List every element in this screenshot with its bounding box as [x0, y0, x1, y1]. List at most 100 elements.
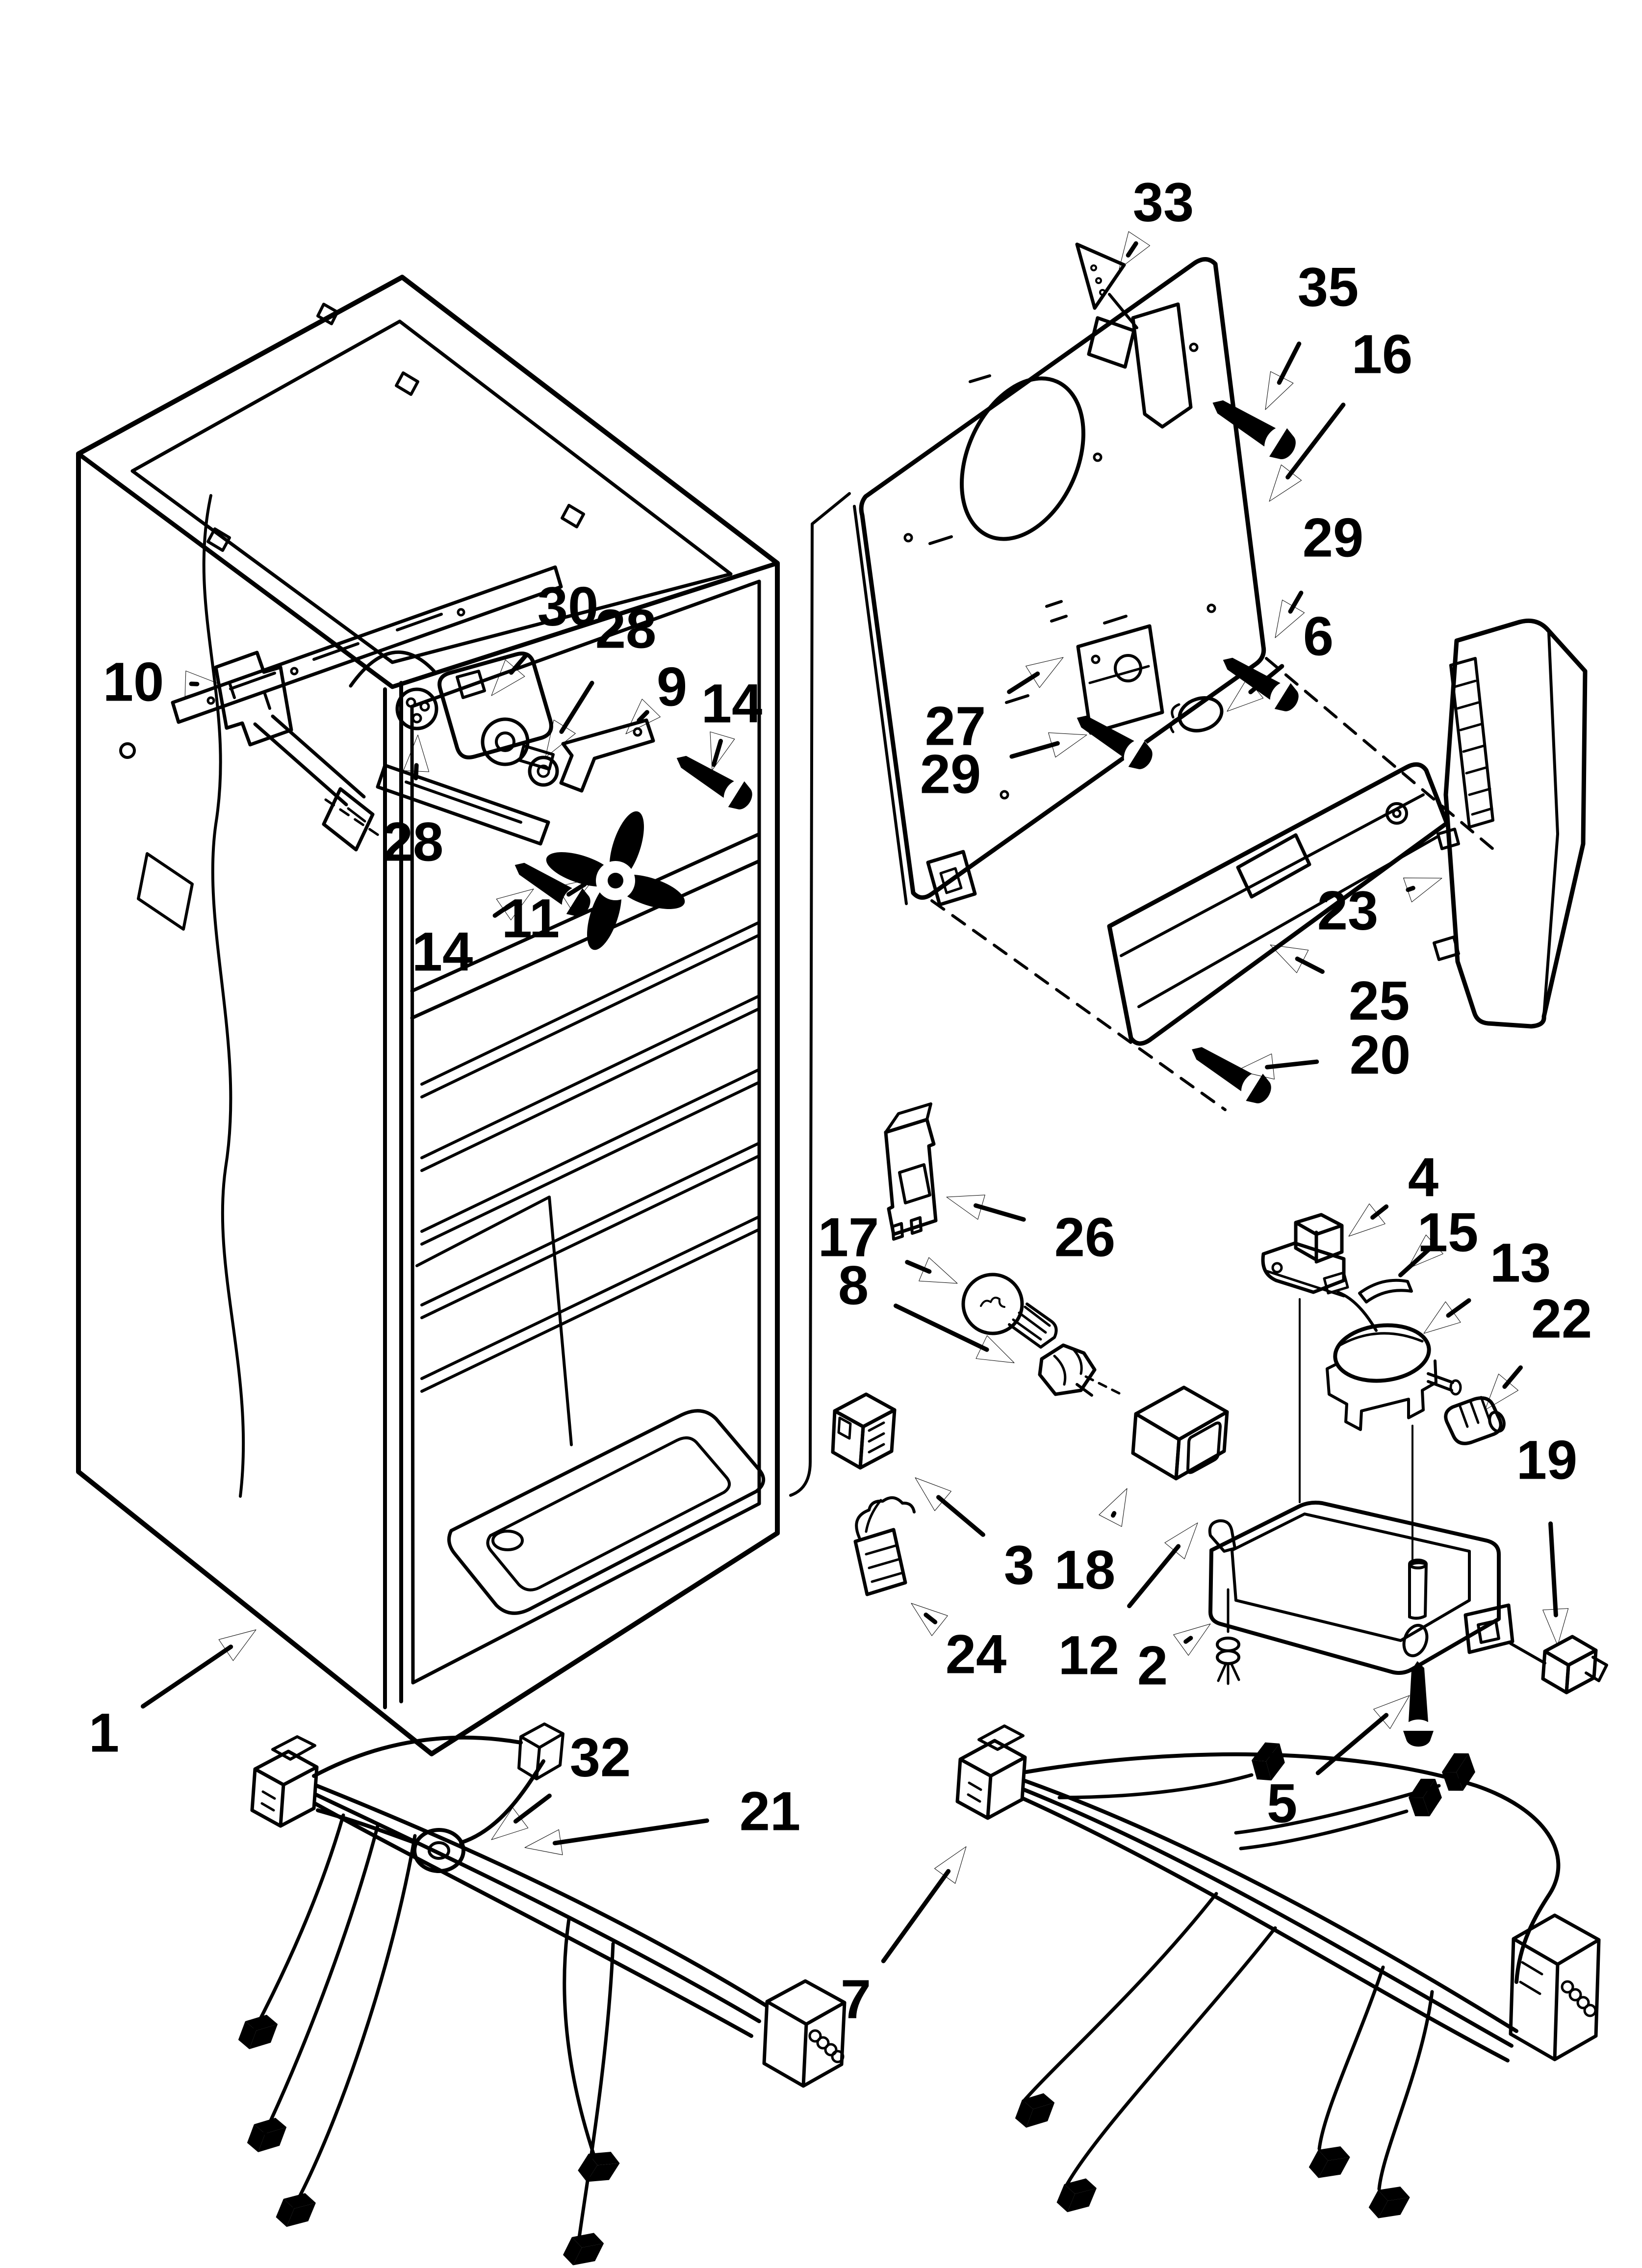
callout-arrowhead-icon — [934, 1846, 967, 1884]
clip-3 — [831, 1392, 897, 1470]
plug-button-6 — [1169, 696, 1224, 733]
lamp-parts-drawing — [831, 1102, 1229, 1596]
callout-leader-line — [509, 652, 529, 675]
callout-leader-line — [1406, 886, 1415, 892]
callout-leader-line — [492, 904, 511, 918]
callout-11-14: 11 — [502, 878, 595, 949]
callout-arrowhead-icon — [545, 719, 576, 758]
part-number-label: 4 — [1408, 1147, 1438, 1208]
callout-arrowhead-icon — [911, 1603, 948, 1636]
part-number-label: 29 — [1303, 507, 1364, 569]
harness-connector — [250, 1735, 319, 1828]
callout-leader-line — [1277, 341, 1302, 385]
callout-arrowhead-icon — [557, 878, 595, 909]
callout-8-20: 8 — [838, 1255, 1015, 1363]
temperature-control-13 — [1326, 1291, 1462, 1431]
callout-leader-line — [513, 1793, 552, 1824]
motor-bracket-9 — [559, 718, 655, 793]
part-number-label: 14 — [701, 673, 763, 734]
callout-28-9: 28 — [545, 599, 656, 758]
part-number-label: 35 — [1298, 257, 1359, 318]
part-number-label: 9 — [657, 656, 687, 718]
part-number-label: 22 — [1531, 1288, 1592, 1350]
part-number-label: 15 — [1417, 1202, 1479, 1263]
callout-arrowhead-icon — [946, 1195, 985, 1220]
part-number-label: 10 — [103, 652, 164, 713]
wire-harness-right-drawing — [955, 1724, 1601, 2226]
part-number-label: 17 — [818, 1207, 879, 1268]
part-number-label: 30 — [538, 576, 599, 637]
callout-leader-line — [1370, 1204, 1389, 1220]
defrost-thermostat-24 — [853, 1496, 916, 1596]
flag-33 — [1075, 242, 1138, 369]
callout-12-28: 12 — [1058, 1522, 1198, 1686]
wire-harness-left-drawing — [236, 1722, 847, 2268]
callout-leader-line — [1248, 664, 1284, 695]
callout-leader-line — [905, 1260, 932, 1274]
callout-leader-line — [881, 1869, 951, 1963]
callout-5-31: 5 — [1267, 1695, 1410, 1834]
callout-leader-line — [1183, 1636, 1193, 1644]
callout-26-18: 26 — [946, 1195, 1115, 1268]
callout-leader-line — [552, 1818, 709, 1846]
callout-arrowhead-icon — [1403, 877, 1442, 903]
callout-leader-line — [1548, 1521, 1558, 1617]
callout-arrowhead-icon — [1269, 464, 1302, 502]
multi-pin-block — [762, 1979, 847, 2088]
part-number-label: 33 — [1133, 172, 1194, 233]
part-number-label: 8 — [838, 1255, 869, 1316]
harness-connector — [955, 1724, 1027, 1820]
callout-leader-line — [1398, 1246, 1433, 1277]
callout-arrowhead-icon — [915, 1477, 951, 1511]
callout-29-6: 29 — [920, 732, 1087, 805]
air-duct-drawing — [1433, 618, 1588, 1029]
callout-leader-line — [637, 710, 649, 723]
callout-17-19: 17 — [818, 1207, 958, 1284]
callout-18-27: 18 — [1054, 1488, 1128, 1601]
callout-arrowhead-icon — [1373, 1695, 1410, 1729]
part-number-label: 25 — [1349, 970, 1410, 1032]
part-number-label: 12 — [1058, 1625, 1120, 1686]
callout-arrowhead-icon — [496, 888, 534, 920]
part-number-label: 24 — [946, 1624, 1007, 1685]
callout-leader-line — [936, 1495, 985, 1537]
callout-arrowhead-icon — [919, 1257, 958, 1284]
part-number-label: 28 — [383, 811, 444, 873]
callout-leader-line — [1315, 1713, 1389, 1775]
callout-30-8: 30 — [491, 576, 598, 696]
callout-arrowhead-icon — [975, 1335, 1015, 1363]
callout-16-2: 16 — [1269, 324, 1412, 502]
callout-33-0: 33 — [1119, 172, 1194, 269]
callout-leader-line — [924, 1613, 938, 1624]
callout-leader-line — [1502, 1365, 1523, 1389]
fan-opening — [960, 376, 1085, 541]
part-number-label: 27 — [925, 696, 986, 757]
callout-24-30: 24 — [911, 1603, 1006, 1685]
callout-10-7: 10 — [103, 652, 222, 713]
callout-23-15: 23 — [1317, 877, 1442, 941]
overload-relay-4 — [1261, 1213, 1349, 1298]
callout-leader-line — [1126, 241, 1138, 258]
part-number-label: 16 — [1352, 324, 1413, 385]
motor-grommet-28 — [395, 687, 438, 730]
callout-arrowhead-icon — [1275, 600, 1305, 638]
part-number-label: 19 — [1516, 1430, 1578, 1491]
callout-19-25: 19 — [1516, 1430, 1578, 1646]
callout-14-11: 14 — [701, 673, 763, 771]
harness-plug — [517, 1722, 564, 1780]
callout-6-4: 6 — [1227, 606, 1334, 712]
callout-arrowhead-icon — [1423, 1301, 1461, 1334]
part-number-label: 28 — [595, 599, 657, 660]
callout-leader-line — [1127, 1544, 1181, 1609]
part-number-label: 21 — [740, 1781, 801, 1842]
part-number-label: 11 — [502, 888, 560, 949]
callout-leader-line — [893, 1303, 989, 1352]
callout-arrowhead-icon — [1265, 371, 1294, 410]
callout-arrowhead-icon — [1542, 1608, 1569, 1646]
callout-arrowhead-icon — [1026, 657, 1064, 688]
part-number-label: 3 — [1004, 1535, 1034, 1596]
callout-28-12: 28 — [383, 734, 444, 873]
callout-arrowhead-icon — [1407, 1234, 1443, 1269]
